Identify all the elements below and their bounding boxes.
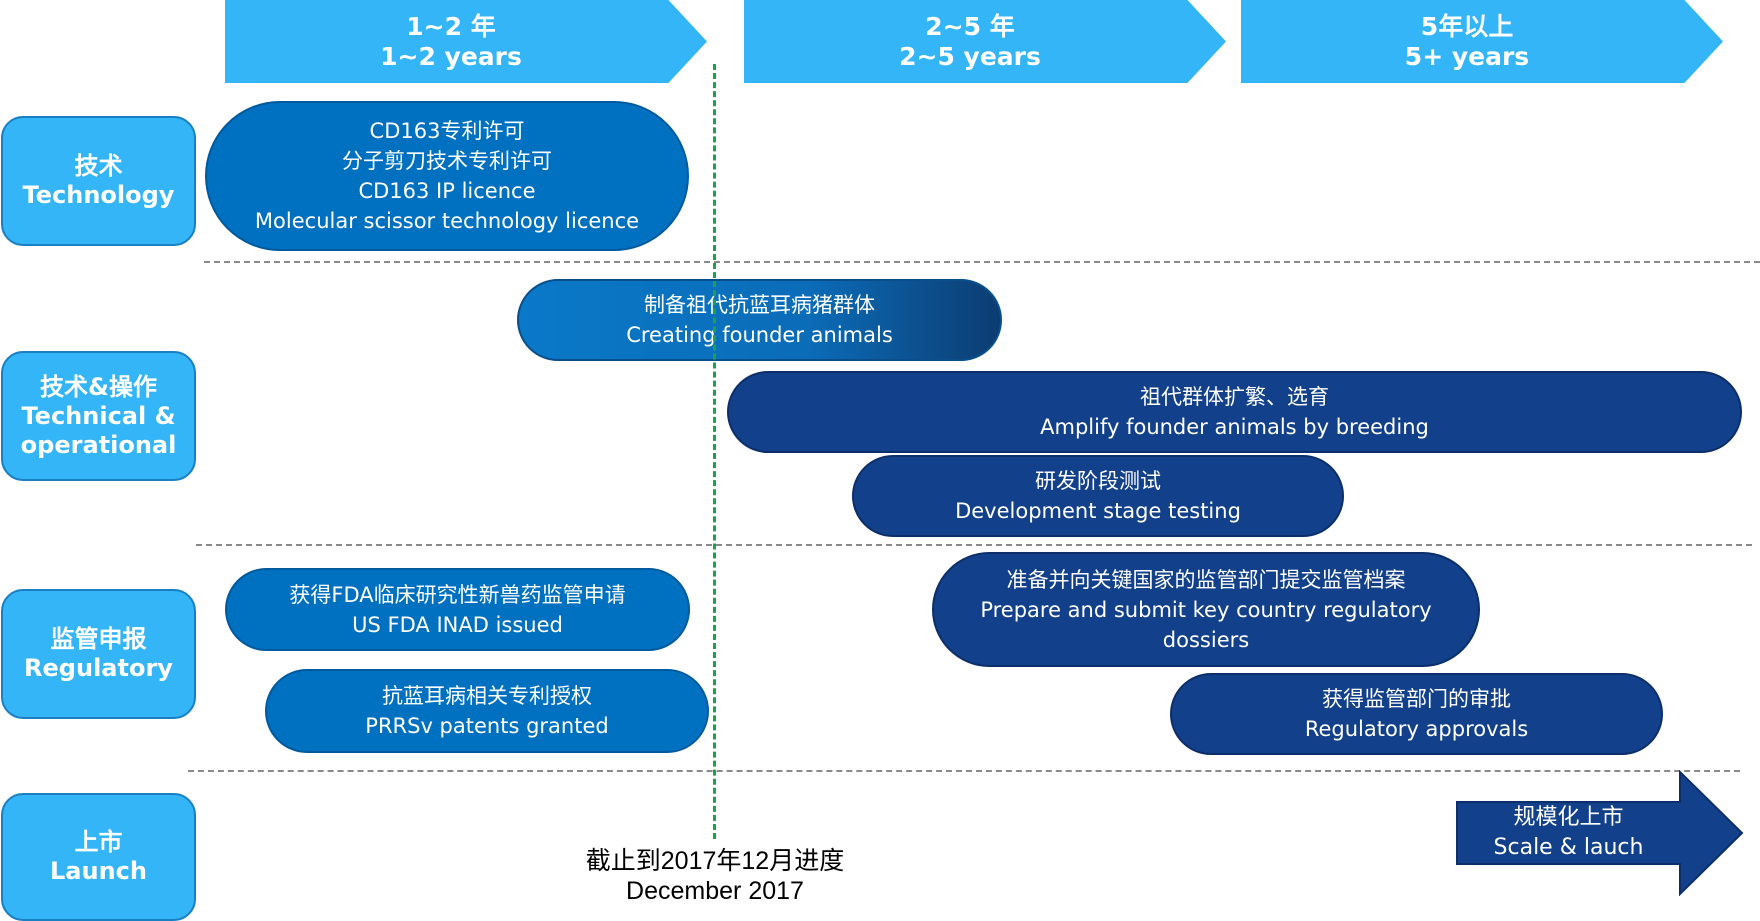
activity-amplify-cn: 祖代群体扩繁、选育 [1140, 385, 1329, 409]
row-separator-1 [204, 261, 1760, 263]
category-regulatory-en: Regulatory [24, 654, 173, 682]
category-technology-en: Technology [22, 181, 175, 209]
activity-launch-en: Scale & lauch [1493, 835, 1644, 860]
activity-cd163-licence: CD163专利许可 分子剪刀技术专利许可 CD163 IP licence Mo… [205, 101, 689, 251]
activity-prrsv-cn: 抗蓝耳病相关专利授权 [382, 684, 592, 708]
activity-founder-animals: 制备祖代抗蓝耳病猪群体 Creating founder animals [517, 279, 1002, 361]
activity-scale-launch: 规模化上市 Scale & lauch [1455, 770, 1744, 896]
progress-marker-en: December 2017 [626, 877, 804, 905]
category-tech-op-cn: 技术&操作 [40, 372, 157, 401]
progress-marker-cn: 截止到2017年12月进度 [585, 847, 845, 875]
activity-founder-en: Creating founder animals [626, 323, 893, 347]
activity-regulatory-approvals: 获得监管部门的审批 Regulatory approvals [1170, 673, 1663, 755]
activity-prrsv-patents: 抗蓝耳病相关专利授权 PRRSv patents granted [265, 669, 709, 753]
activity-regulatory-dossiers: 准备并向关键国家的监管部门提交监管档案 Prepare and submit k… [932, 552, 1480, 667]
activity-fda-en: US FDA INAD issued [352, 612, 563, 637]
activity-amplify-breeding: 祖代群体扩繁、选育 Amplify founder animals by bre… [727, 371, 1742, 453]
phase-2-en: 2~5 years [899, 41, 1041, 71]
activity-fda-cn: 获得FDA临床研究性新兽药监管申请 [289, 582, 626, 607]
activity-dossiers-en2: dossiers [1162, 627, 1250, 652]
row-separator-3 [188, 770, 1740, 772]
activity-devtest-cn: 研发阶段测试 [1035, 469, 1161, 493]
phase-1-en: 1~2 years [380, 41, 522, 71]
activity-amplify-en: Amplify founder animals by breeding [1040, 415, 1429, 439]
activity-devtest-en: Development stage testing [955, 499, 1241, 523]
category-regulatory: 监管申报 Regulatory [1, 589, 196, 719]
phase-1-2-years: 1~2 年 1~2 years [225, 0, 707, 83]
activity-prrsv-en: PRRSv patents granted [365, 714, 609, 738]
progress-marker-label: 截止到2017年12月进度 December 2017 [560, 846, 870, 906]
activity-development-testing: 研发阶段测试 Development stage testing [852, 455, 1344, 537]
phase-2-cn: 2~5 年 [925, 11, 1015, 41]
category-regulatory-cn: 监管申报 [50, 625, 147, 653]
phase-3-cn: 5年以上 [1420, 11, 1514, 41]
phase-3-en: 5+ years [1404, 41, 1530, 71]
activity-cd163-cn1: CD163专利许可 [369, 119, 525, 143]
activity-founder-cn: 制备祖代抗蓝耳病猪群体 [644, 293, 875, 317]
activity-cd163-en1: CD163 IP licence [358, 179, 536, 203]
category-launch-en: Launch [50, 857, 147, 885]
category-tech-op-en1: Technical & [21, 401, 176, 430]
activity-dossiers-en1: Prepare and submit key country regulator… [980, 597, 1432, 622]
activity-approvals-en: Regulatory approvals [1304, 717, 1529, 741]
category-launch-cn: 上市 [74, 828, 123, 856]
activity-launch-cn: 规模化上市 [1513, 805, 1624, 830]
phase-5-plus-years: 5年以上 5+ years [1241, 0, 1723, 83]
category-launch: 上市 Launch [1, 793, 196, 921]
category-tech-op-en2: operational [20, 430, 177, 459]
activity-fda-inad: 获得FDA临床研究性新兽药监管申请 US FDA INAD issued [225, 568, 690, 651]
row-separator-2 [196, 544, 1752, 546]
launch-text: 规模化上市 Scale & lauch [1457, 802, 1680, 864]
activity-cd163-en2: Molecular scissor technology licence [254, 209, 640, 233]
progress-marker-line [713, 64, 716, 839]
activity-approvals-cn: 获得监管部门的审批 [1322, 687, 1511, 711]
phase-1-cn: 1~2 年 [406, 11, 496, 41]
category-technical-operational: 技术&操作 Technical & operational [1, 351, 196, 481]
activity-dossiers-cn: 准备并向关键国家的监管部门提交监管档案 [1006, 567, 1406, 592]
phase-2-5-years: 2~5 年 2~5 years [744, 0, 1226, 83]
launch-arrow-icon [1456, 770, 1744, 896]
category-technology: 技术 Technology [1, 116, 196, 246]
activity-cd163-cn2: 分子剪刀技术专利许可 [342, 149, 552, 173]
category-technology-cn: 技术 [74, 152, 123, 180]
